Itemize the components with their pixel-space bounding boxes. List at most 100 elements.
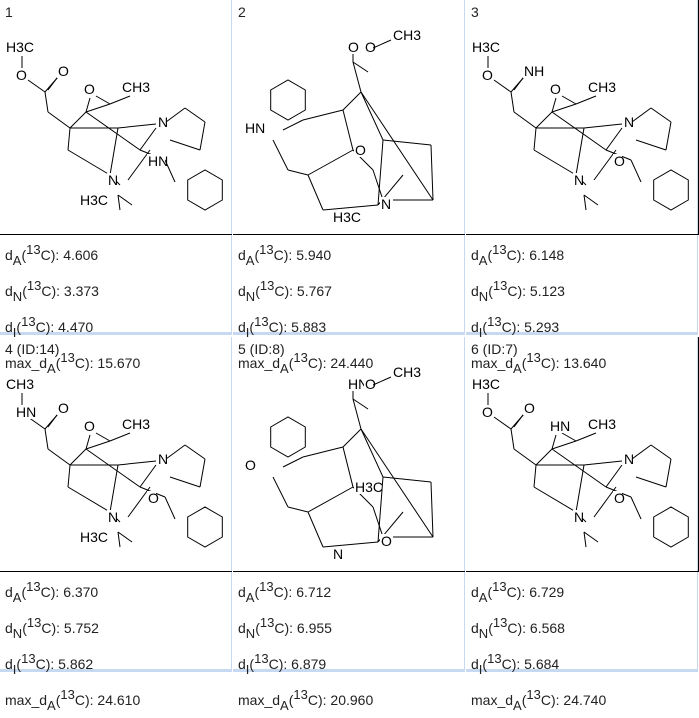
bond <box>322 541 379 548</box>
compound-cell[interactable]: HNOCH3OH3CONH3C5 (ID:8)dA(13C): 6.712dN(… <box>232 324 465 713</box>
bond <box>27 79 46 93</box>
metric-prefix: d <box>5 620 13 636</box>
bond <box>551 97 557 113</box>
element: C <box>273 584 284 600</box>
bond <box>307 511 324 548</box>
metric-prefix: max_d <box>238 692 281 708</box>
metric-row: max_dA(13C): 13.640 <box>471 350 607 376</box>
metric-row: dN(13C): 6.955 <box>238 615 332 641</box>
atom-label: CH3 <box>122 416 150 432</box>
bond <box>139 127 157 151</box>
atom-label: O <box>245 457 256 473</box>
bond <box>551 440 577 450</box>
metric-prefix: d <box>471 319 479 335</box>
bond <box>561 95 577 105</box>
benzene-ring <box>653 506 689 548</box>
separator: ): <box>511 319 525 335</box>
metric-row: dN(13C): 5.767 <box>238 278 332 304</box>
bond <box>85 111 141 151</box>
atom-label: N <box>624 451 634 467</box>
bond <box>352 61 369 73</box>
element: C <box>501 656 512 672</box>
metric-prefix: max_d <box>5 692 48 708</box>
bond <box>605 127 623 151</box>
isotope-mass: 13 <box>60 350 75 365</box>
element: C <box>74 355 85 371</box>
metric-subscript: I <box>245 662 250 677</box>
element: C <box>506 247 517 263</box>
separator: ): <box>317 355 331 371</box>
bond <box>117 460 157 466</box>
bond <box>583 531 599 543</box>
bond <box>635 476 667 488</box>
isotope-mass: 13 <box>254 314 269 329</box>
bond <box>282 119 304 131</box>
bond <box>372 39 392 49</box>
bond <box>360 428 384 478</box>
metric-subscript: A <box>280 698 289 713</box>
bond <box>165 107 186 123</box>
metric-row: dN(13C): 5.752 <box>5 615 99 641</box>
bond <box>85 103 111 113</box>
atom-label: CH3 <box>393 27 421 43</box>
isotope-mass: 13 <box>293 350 308 365</box>
metric-row: max_dA(13C): 24.610 <box>5 687 141 713</box>
bond <box>169 139 201 151</box>
bond <box>372 169 384 201</box>
separator: ): <box>84 355 98 371</box>
bond <box>630 496 642 520</box>
bond <box>109 432 131 442</box>
isotope-mass: 13 <box>259 615 275 630</box>
metric-prefix: max_d <box>238 355 281 371</box>
metric-subscript: A <box>513 698 522 713</box>
atom-label: O <box>148 490 159 506</box>
atom-label: H3C <box>80 529 108 545</box>
bond <box>117 194 121 211</box>
bond <box>47 448 71 466</box>
metric-prefix: d <box>238 319 246 335</box>
bond <box>342 446 354 488</box>
bond <box>139 464 157 488</box>
bond <box>510 91 515 113</box>
metric-subscript: I <box>12 325 17 340</box>
bond <box>307 486 354 513</box>
metric-row: dN(13C): 3.373 <box>5 278 99 304</box>
bond <box>533 149 577 176</box>
atom-label: N <box>574 172 584 188</box>
separator: ): <box>283 584 297 600</box>
metric-row: dI(13C): 6.879 <box>238 651 327 677</box>
metric-prefix: d <box>471 247 479 263</box>
metric-prefix: d <box>5 656 13 672</box>
bond <box>513 111 537 129</box>
metric-prefix: d <box>471 620 479 636</box>
element: C <box>307 355 318 371</box>
bond <box>372 506 384 538</box>
benzene-ring <box>187 506 223 548</box>
bond <box>342 91 362 111</box>
metric-prefix: d <box>471 283 479 299</box>
metric-subscript: I <box>245 325 250 340</box>
atom-label: N <box>108 509 118 525</box>
metric-value: 5.883 <box>291 319 327 335</box>
metric-subscript: N <box>12 626 23 641</box>
metric-row: max_dA(13C): 24.740 <box>471 687 607 713</box>
metric-row: dA(13C): 6.370 <box>5 579 99 605</box>
bond <box>342 109 354 151</box>
isotope-mass: 13 <box>259 579 274 594</box>
bond <box>117 123 157 129</box>
metric-value: 24.610 <box>97 692 141 708</box>
separator: ): <box>51 283 64 299</box>
element: C <box>268 656 279 672</box>
bond <box>631 444 652 460</box>
metric-prefix: d <box>238 656 246 672</box>
bond <box>551 111 607 151</box>
bond <box>430 144 434 201</box>
atom-label: O <box>550 81 561 97</box>
